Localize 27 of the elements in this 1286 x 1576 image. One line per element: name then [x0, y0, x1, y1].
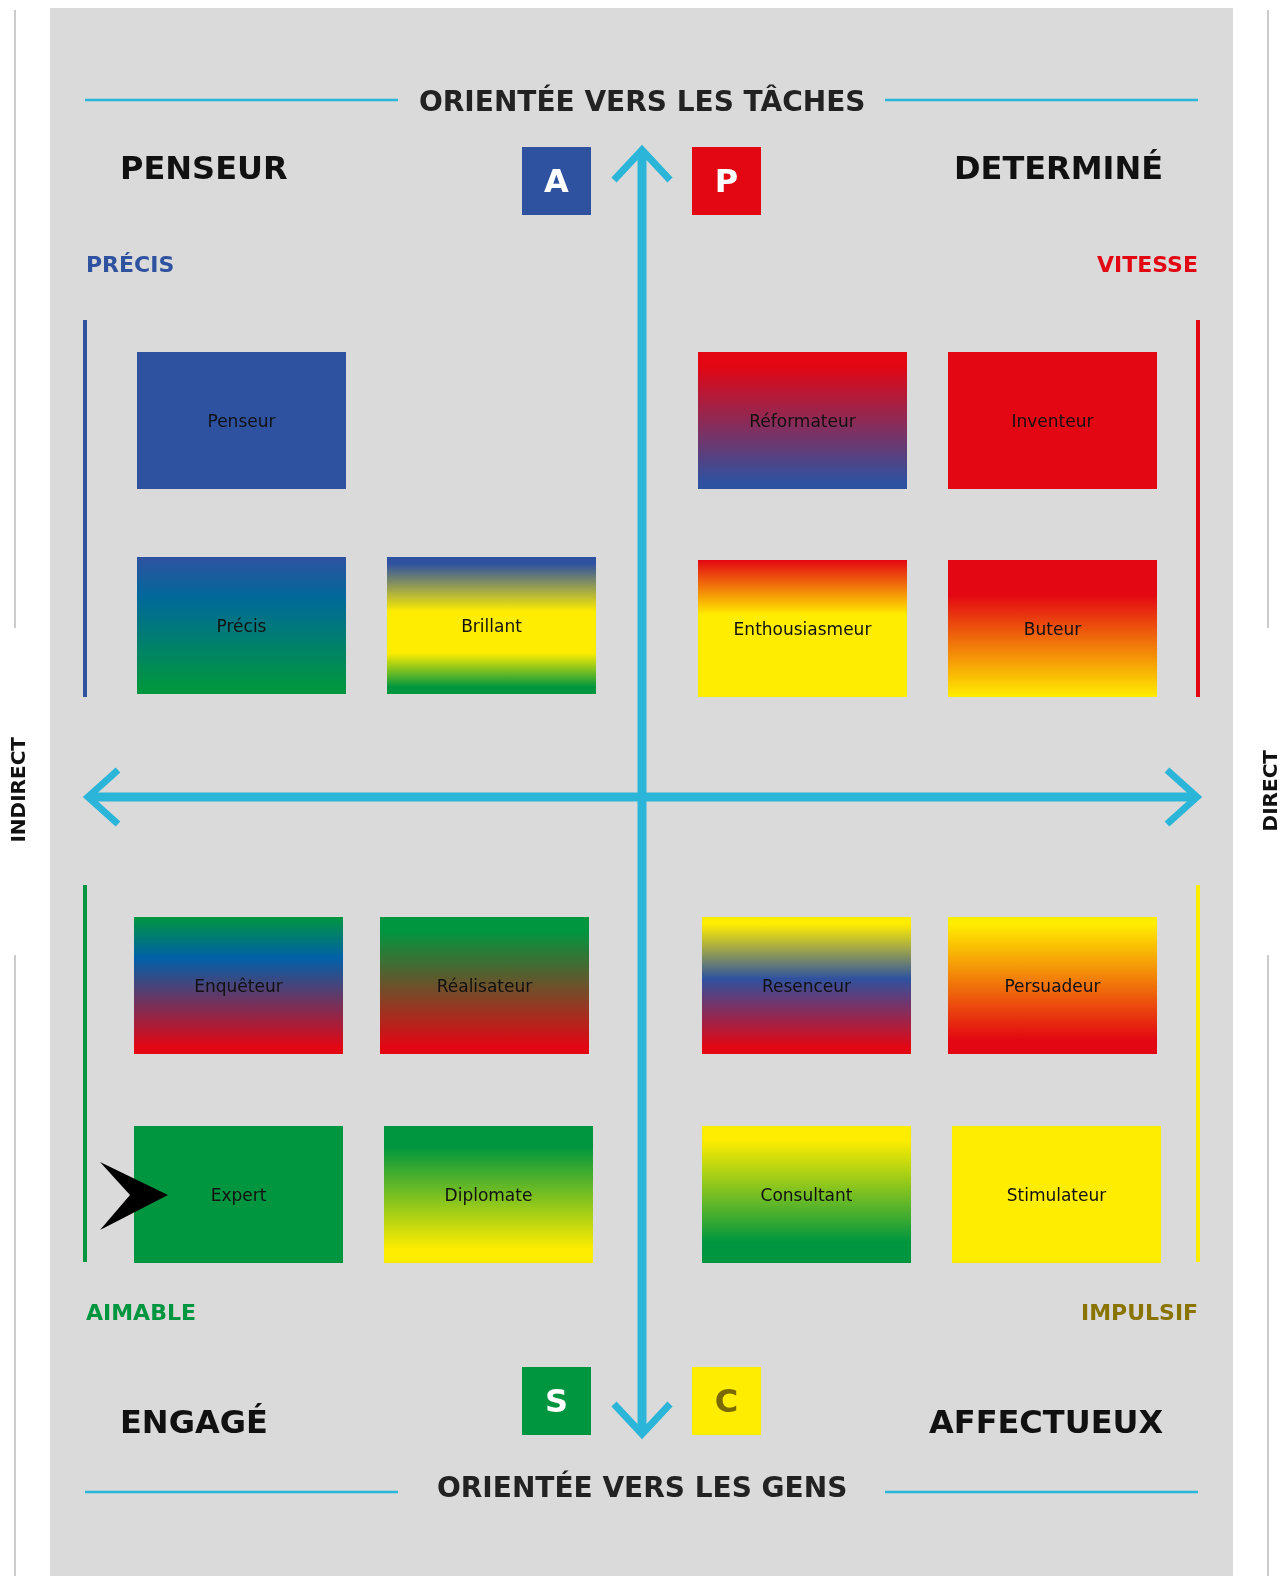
- letter-tile: C: [692, 1367, 761, 1435]
- letter-tile: A: [522, 147, 591, 215]
- profile-box: Expert: [134, 1126, 343, 1263]
- profile-box: Persuadeur: [948, 917, 1157, 1054]
- profile-box: Penseur: [137, 352, 346, 489]
- profile-box: Resenceur: [702, 917, 911, 1054]
- profile-box: Réalisateur: [380, 917, 589, 1054]
- profile-box: Inventeur: [948, 352, 1157, 489]
- profile-box: Précis: [137, 557, 346, 694]
- trait-label: IMPULSIF: [1081, 1302, 1199, 1324]
- trait-label: AIMABLE: [86, 1302, 196, 1324]
- letter-tile: P: [692, 147, 761, 215]
- profile-box: Réformateur: [698, 352, 907, 489]
- profile-box: Enthousiasmeur: [698, 560, 907, 697]
- profile-box: Enquêteur: [134, 917, 343, 1054]
- axis-title: DIRECT: [1260, 749, 1280, 831]
- axis-title: INDIRECT: [8, 737, 28, 843]
- trait-label: PRÉCIS: [86, 254, 175, 276]
- profile-box: Stimulateur: [952, 1126, 1161, 1263]
- profile-box: Buteur: [948, 560, 1157, 697]
- profile-box: Brillant: [387, 557, 596, 694]
- profile-box: Diplomate: [384, 1126, 593, 1263]
- letter-tile: S: [522, 1367, 591, 1435]
- quadrant-title: AFFECTUEUX: [929, 1406, 1164, 1438]
- quadrant-title: PENSEUR: [120, 152, 288, 184]
- trait-label: VITESSE: [1097, 254, 1198, 276]
- profile-box: Consultant: [702, 1126, 911, 1263]
